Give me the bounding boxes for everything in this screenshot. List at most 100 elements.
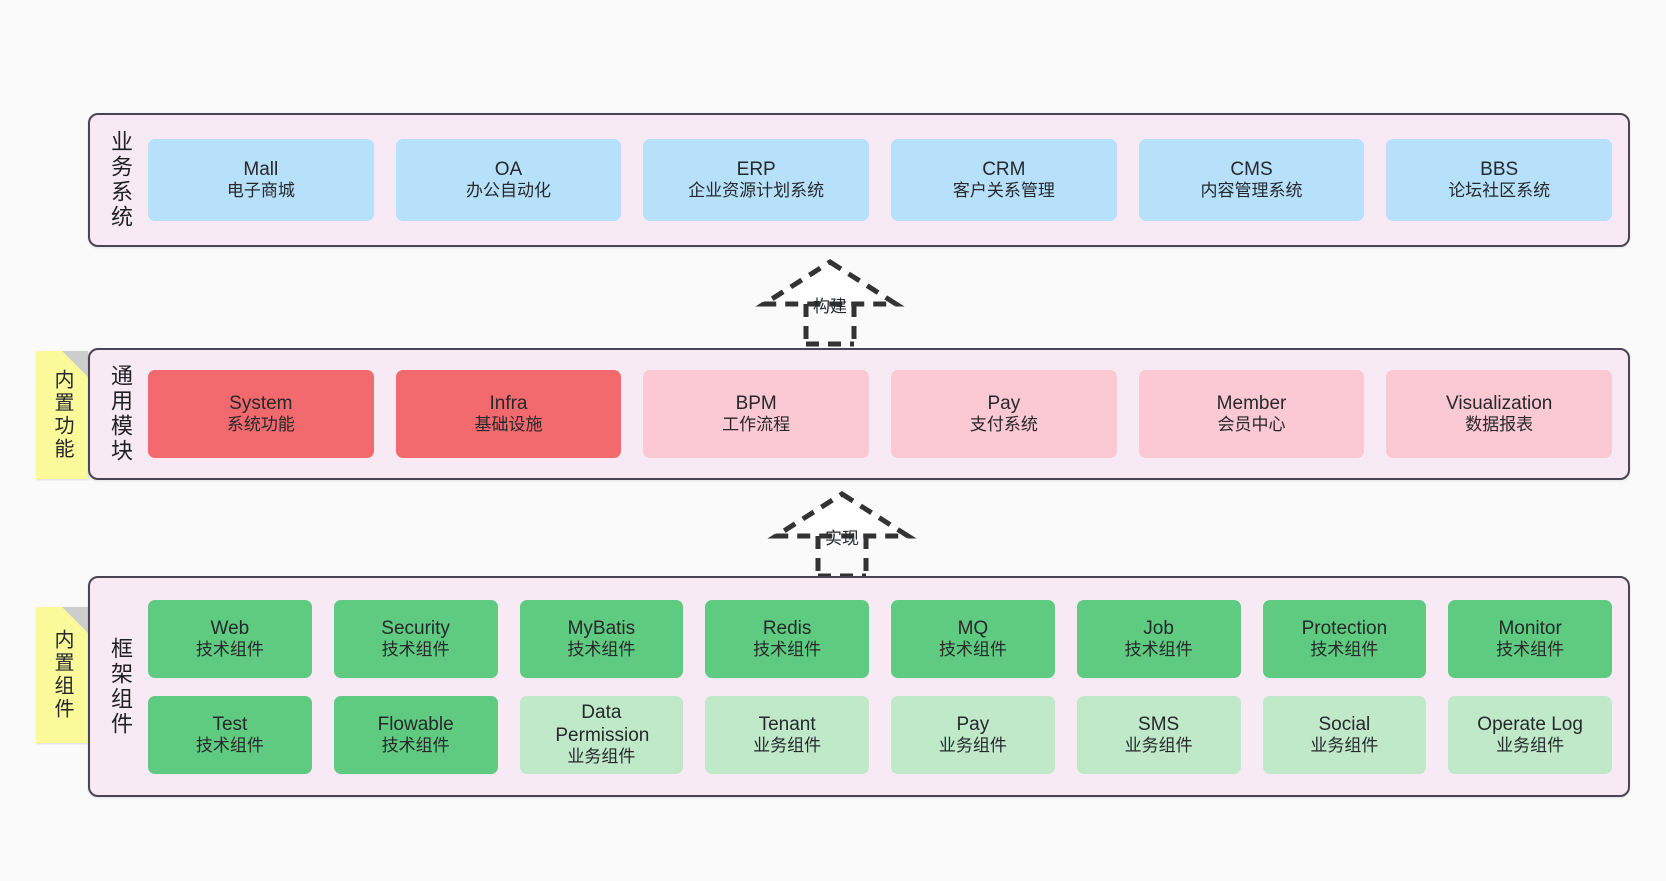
card-social[interactable]: Social 业务组件: [1262, 695, 1427, 774]
card-title: Web: [210, 617, 250, 639]
card-subtitle: 企业资源计划系统: [688, 181, 825, 201]
card-subtitle: 数据报表: [1465, 415, 1534, 435]
card-infra[interactable]: Infra 基础设施: [395, 370, 622, 458]
layer-title-framework-component: 框架组件: [108, 636, 133, 737]
card-title: MyBatis: [567, 617, 636, 639]
sticky-note-label: 内置组件: [51, 629, 73, 721]
card-pay-component[interactable]: Pay 业务组件: [891, 695, 1055, 774]
folded-corner-icon: [62, 351, 88, 377]
cards-row: Test 技术组件 Flowable 技术组件 Data Permission …: [148, 695, 1612, 774]
card-web[interactable]: Web 技术组件: [148, 599, 312, 678]
sticky-note-built-in-component: 内置组件: [36, 607, 88, 743]
card-subtitle: 技术组件: [753, 639, 822, 659]
cards-row: Mall 电子商城 OA 办公自动化 ERP 企业资源计划系统 CRM 客户关系…: [148, 139, 1613, 221]
card-title: Member: [1216, 393, 1287, 415]
card-protection[interactable]: Protection 技术组件: [1262, 599, 1427, 678]
card-title: ERP: [736, 159, 776, 181]
connector-build: 构建: [755, 258, 905, 347]
card-title: Flowable: [377, 713, 454, 735]
card-subtitle: 论坛社区系统: [1448, 181, 1551, 201]
card-title: Mall: [243, 159, 279, 181]
card-subtitle: 技术组件: [567, 639, 636, 659]
card-subtitle: 会员中心: [1217, 415, 1286, 435]
card-mall[interactable]: Mall 电子商城: [148, 139, 374, 221]
card-tenant[interactable]: Tenant 业务组件: [705, 695, 869, 774]
card-oa[interactable]: OA 办公自动化: [395, 139, 622, 221]
card-subtitle: 办公自动化: [466, 181, 551, 201]
cards-area-common-module: System 系统功能 Infra 基础设施 BPM 工作流程 Pay 支付系统…: [140, 350, 1628, 478]
card-title: OA: [494, 159, 523, 181]
card-title: Infra: [489, 393, 528, 415]
card-mq[interactable]: MQ 技术组件: [891, 599, 1055, 678]
card-security[interactable]: Security 技术组件: [333, 599, 498, 678]
card-subtitle: 业务组件: [567, 747, 636, 767]
card-title: Pay: [987, 393, 1021, 415]
card-subtitle: 业务组件: [1124, 735, 1193, 755]
cards-area-framework-component: Web 技术组件 Security 技术组件 MyBatis 技术组件 Redi…: [140, 578, 1628, 795]
card-subtitle: 业务组件: [1310, 735, 1379, 755]
card-title: Protection: [1301, 617, 1388, 639]
card-subtitle: 技术组件: [381, 735, 450, 755]
card-test[interactable]: Test 技术组件: [148, 695, 312, 774]
card-title: CMS: [1230, 159, 1273, 181]
card-subtitle: 技术组件: [195, 735, 264, 755]
layer-business-system: 业务系统 Mall 电子商城 OA 办公自动化 ERP 企业资源计划系统 CRM…: [88, 113, 1630, 247]
card-subtitle: 系统功能: [226, 415, 295, 435]
card-operate-log[interactable]: Operate Log 业务组件: [1448, 695, 1612, 774]
card-redis[interactable]: Redis 技术组件: [705, 599, 869, 678]
card-erp[interactable]: ERP 企业资源计划系统: [643, 139, 870, 221]
card-subtitle: 客户关系管理: [952, 181, 1055, 201]
card-monitor[interactable]: Monitor 技术组件: [1448, 599, 1612, 678]
card-subtitle: 电子商城: [226, 181, 295, 201]
card-member[interactable]: Member 会员中心: [1138, 370, 1365, 458]
generalization-arrowhead-icon: [767, 491, 917, 539]
layer-common-module: 通用模块 System 系统功能 Infra 基础设施 BPM 工作流程 Pay…: [88, 348, 1630, 480]
card-subtitle: 技术组件: [195, 639, 264, 659]
card-title: Job: [1143, 617, 1174, 639]
card-bpm[interactable]: BPM 工作流程: [643, 370, 870, 458]
card-visualization[interactable]: Visualization 数据报表: [1386, 370, 1613, 458]
card-sms[interactable]: SMS 业务组件: [1076, 695, 1241, 774]
card-title: Pay: [956, 713, 990, 735]
card-subtitle: 业务组件: [1496, 735, 1565, 755]
card-subtitle: 技术组件: [381, 639, 450, 659]
generalization-arrowhead-icon: [755, 259, 905, 307]
card-title: Operate Log: [1477, 713, 1583, 735]
card-title: Tenant: [758, 713, 816, 735]
card-subtitle: 业务组件: [753, 735, 822, 755]
folded-corner-icon: [62, 607, 88, 633]
connector-implement-label: 实现: [825, 529, 859, 548]
card-subtitle: 支付系统: [969, 415, 1038, 435]
card-system[interactable]: System 系统功能: [148, 370, 374, 458]
cards-row: System 系统功能 Infra 基础设施 BPM 工作流程 Pay 支付系统…: [148, 370, 1613, 458]
card-flowable[interactable]: Flowable 技术组件: [333, 695, 498, 774]
layer-framework-component: 框架组件 Web 技术组件 Security 技术组件 MyBatis 技术组件…: [88, 576, 1630, 797]
cards-area-business-system: Mall 电子商城 OA 办公自动化 ERP 企业资源计划系统 CRM 客户关系…: [140, 115, 1628, 245]
card-title: BBS: [1480, 159, 1519, 181]
connector-implement: 实现: [767, 490, 917, 579]
card-crm[interactable]: CRM 客户关系管理: [891, 139, 1117, 221]
card-subtitle: 内容管理系统: [1200, 181, 1303, 201]
card-pay[interactable]: Pay 支付系统: [891, 370, 1117, 458]
sticky-note-label: 内置功能: [51, 369, 73, 461]
card-cms[interactable]: CMS 内容管理系统: [1138, 139, 1365, 221]
card-title: CRM: [982, 159, 1026, 181]
card-title: Monitor: [1498, 617, 1562, 639]
card-title: SMS: [1138, 713, 1180, 735]
card-title: Redis: [762, 617, 812, 639]
card-subtitle: 技术组件: [1124, 639, 1193, 659]
card-title: Security: [381, 617, 450, 639]
card-subtitle: 技术组件: [1496, 639, 1565, 659]
card-title: MQ: [957, 617, 989, 639]
card-bbs[interactable]: BBS 论坛社区系统: [1386, 139, 1613, 221]
card-subtitle: 技术组件: [1310, 639, 1379, 659]
card-title: BPM: [735, 393, 777, 415]
connector-build-label: 构建: [813, 297, 847, 316]
card-data-permission[interactable]: Data Permission 业务组件: [519, 695, 684, 774]
card-title: Social: [1318, 713, 1371, 735]
card-mybatis[interactable]: MyBatis 技术组件: [519, 599, 684, 678]
card-title: Visualization: [1446, 393, 1553, 415]
card-job[interactable]: Job 技术组件: [1076, 599, 1241, 678]
card-subtitle: 工作流程: [722, 415, 791, 435]
layer-title-business-system: 业务系统: [108, 130, 133, 230]
